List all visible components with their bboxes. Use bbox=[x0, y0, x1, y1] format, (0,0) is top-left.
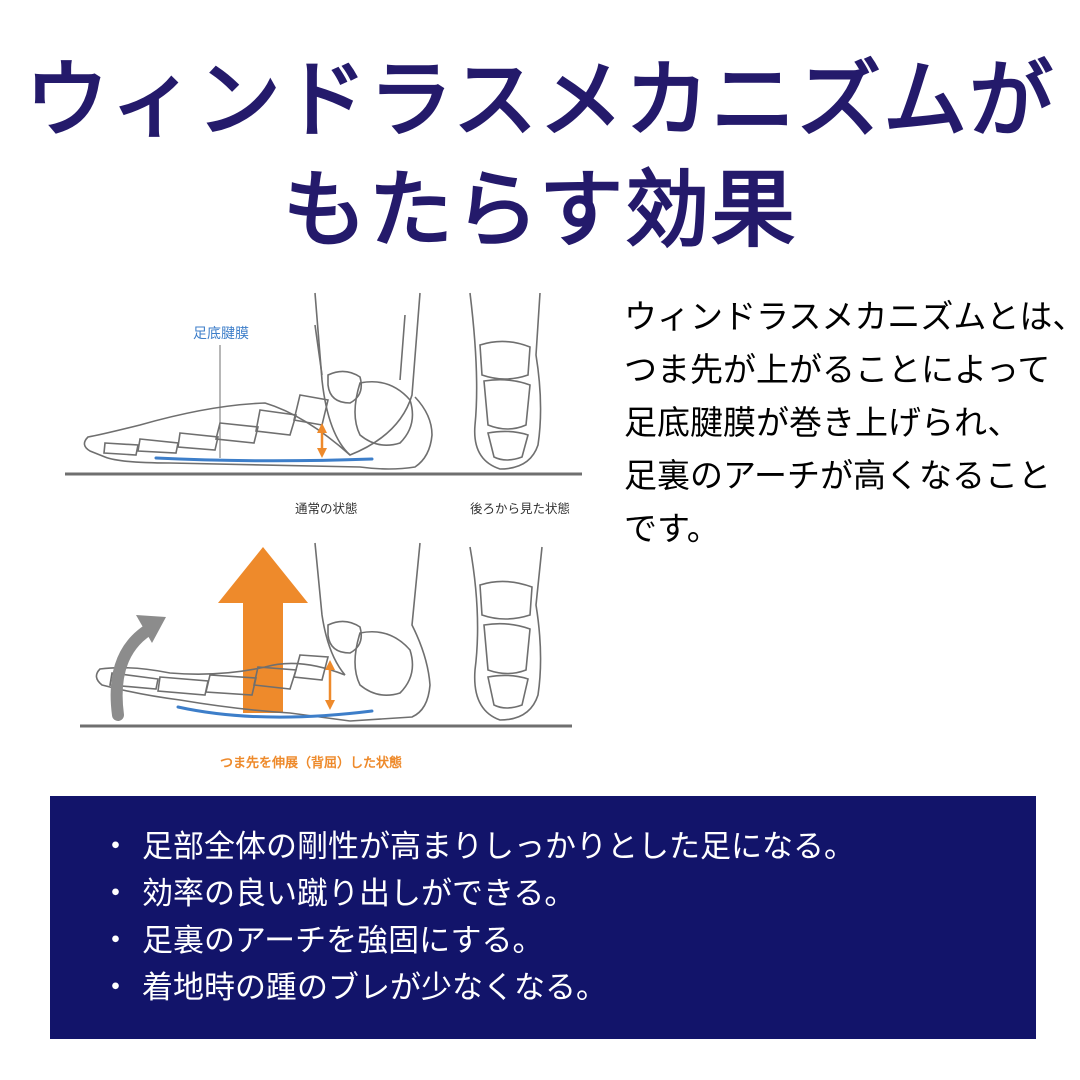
page-title-line1: ウィンドラスメカニズムが bbox=[24, 51, 1056, 149]
effects-panel: 足部全体の剛性が高まりしっかりとした足になる。 効率の良い蹴り出しができる。 足… bbox=[50, 796, 1036, 1039]
description-line: ウィンドラスメカニズムとは、 bbox=[624, 297, 1080, 336]
description-line: 足裏のアーチが高くなること bbox=[624, 456, 1052, 495]
description-text: ウィンドラスメカニズムとは、 つま先が上がることによって 足底腱膜が巻き上げられ… bbox=[624, 290, 1080, 555]
foot-rear-extended bbox=[469, 546, 543, 721]
plantar-fascia-normal bbox=[154, 456, 374, 463]
effects-list: 足部全体の剛性が高まりしっかりとした足になる。 効率の良い蹴り出しができる。 足… bbox=[100, 824, 1036, 1012]
description-line: です。 bbox=[624, 509, 720, 548]
toe-lift-arrowhead bbox=[136, 615, 166, 643]
plantar-fascia-extended bbox=[176, 705, 374, 719]
windlass-diagram: 足底腱膜 通常の状態 後ろから見た状態 bbox=[65, 292, 582, 771]
label-normal-state: 通常の状態 bbox=[295, 501, 358, 516]
label-rear-view: 後ろから見た状態 bbox=[470, 501, 570, 516]
effect-item: 着地時の踵のブレが少なくなる。 bbox=[100, 965, 1036, 1012]
effect-item: 足裏のアーチを強固にする。 bbox=[100, 918, 1036, 965]
page-title-line2: もたらす効果 bbox=[282, 161, 798, 259]
toe-lift-arrow bbox=[110, 624, 154, 721]
description-line: 足底腱膜が巻き上げられ、 bbox=[624, 403, 1021, 442]
description-line: つま先が上がることによって bbox=[624, 350, 1051, 389]
label-extended-state: つま先を伸展（背屈）した状態 bbox=[220, 755, 402, 771]
foot-rear-normal bbox=[469, 292, 542, 470]
foot-side-extended bbox=[95, 542, 431, 722]
effect-item: 効率の良い蹴り出しができる。 bbox=[100, 871, 1036, 918]
big-orange-up-arrow bbox=[218, 547, 308, 713]
label-plantar-fascia: 足底腱膜 bbox=[193, 326, 249, 342]
foot-side-normal bbox=[83, 292, 433, 470]
effect-item: 足部全体の剛性が高まりしっかりとした足になる。 bbox=[100, 824, 1036, 871]
